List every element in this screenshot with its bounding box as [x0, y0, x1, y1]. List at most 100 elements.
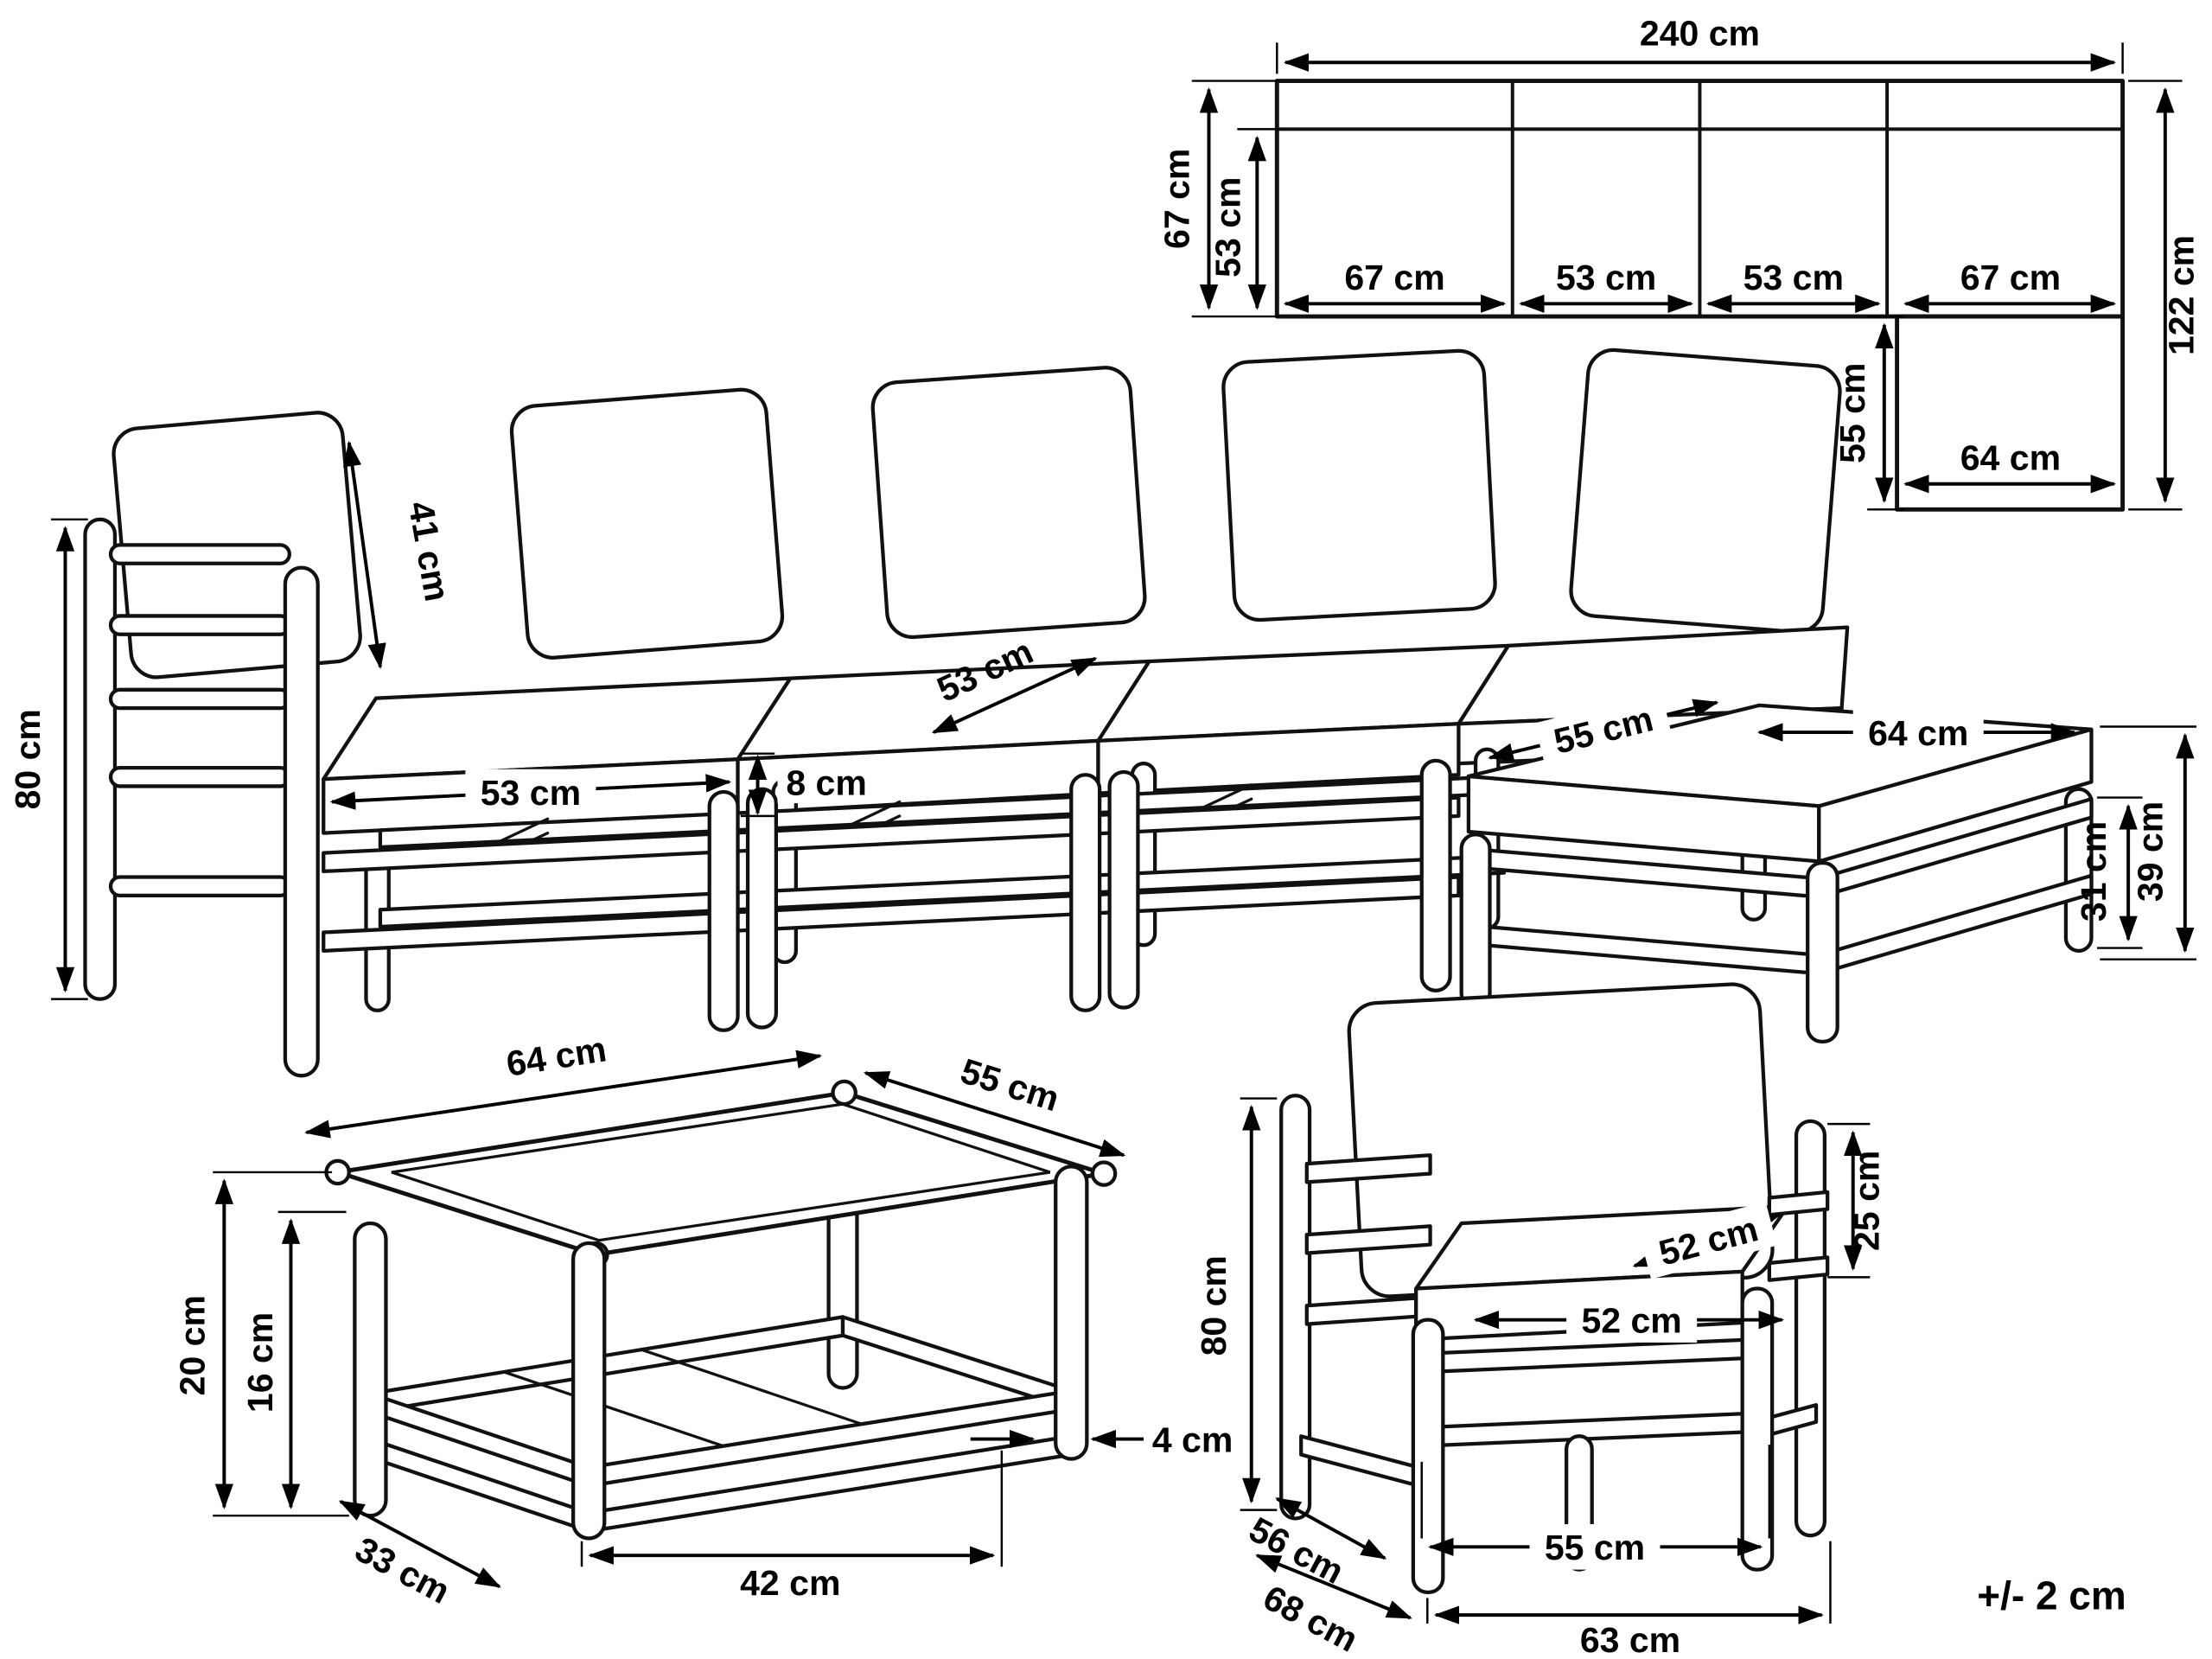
dim-label: 53 cm: [1208, 176, 1248, 277]
dim-ottoman-width: 64 cm: [1756, 709, 2077, 756]
sofa-front-leg: [1419, 758, 1452, 992]
dim-label: 53 cm: [1743, 258, 1844, 297]
ottoman-cushion-side: [1817, 727, 2094, 864]
sofa-back-cushion: [870, 366, 1147, 640]
dim-label: 20 cm: [172, 1295, 212, 1395]
sofa-corner-back-cushion: [1569, 348, 1842, 635]
dim-label: 53 cm: [1556, 258, 1656, 297]
dim-table-pole-diameter: 4 cm: [970, 1420, 1233, 1459]
dim-topview-ext-width: 64 cm: [1903, 437, 2117, 494]
sofa-arm-rail: [108, 543, 291, 565]
dim-topview-total-width: 240 cm: [1276, 14, 2124, 74]
dim-label: 67 cm: [1344, 258, 1444, 297]
dim-label: 56 cm: [1243, 1509, 1350, 1592]
chair-front-right-leg: [1740, 1286, 1775, 1572]
dim-label: 53 cm: [481, 773, 581, 813]
dim-label: 42 cm: [740, 1563, 840, 1603]
dim-label: 31 cm: [2074, 821, 2113, 922]
chair-drawing: 80 cm 25 cm 52 cm 52 cm 56 cm 68 cm: [1194, 982, 1886, 1659]
dim-ottoman-total-height: 39 cm: [2100, 725, 2196, 960]
ottoman-right-leg: [2063, 787, 2094, 953]
dim-topview-right-depth: 122 cm: [2128, 80, 2202, 511]
dim-label: 64 cm: [1868, 713, 1968, 753]
dim-label: 41 cm: [401, 499, 457, 605]
dim-chair-base-width: 55 cm: [1420, 1445, 1771, 1570]
table-left-leg: [353, 1221, 388, 1518]
tolerance-note: +/- 2 cm: [1977, 1573, 2126, 1618]
chair-left-rail: [1304, 1153, 1432, 1184]
top-view-schematic: 240 cm 67 cm 53 cm 67 cm 53 cm 53 cm 67 …: [1157, 14, 2202, 512]
dim-label: 55 cm: [1545, 1528, 1645, 1567]
ottoman-front-leg: [1459, 833, 1492, 1010]
dim-label: 8 cm: [786, 763, 866, 802]
sofa-arm-rail: [108, 614, 291, 636]
dim-sofa-back-cushion-height: 41 cm: [342, 440, 457, 669]
dim-sofa-seat-width: 53 cm: [329, 769, 732, 816]
sofa-back-cushion: [1221, 348, 1497, 622]
top-view-corner-extension: [1895, 314, 2126, 512]
table-stretcher: [368, 1437, 591, 1534]
dim-table-total-height: 20 cm: [172, 1171, 349, 1517]
dim-table-shelf-width: 42 cm: [580, 1450, 1004, 1603]
dim-label: 68 cm: [1257, 1577, 1364, 1659]
table-drawing: 64 cm 55 cm 20 cm 16 cm 33 cm 42 cm: [172, 1029, 1233, 1611]
sofa-arm-rail: [108, 687, 291, 711]
table-top: [335, 1090, 1106, 1257]
dim-chair-total-height: 80 cm: [1194, 1097, 1278, 1511]
dim-label: 16 cm: [240, 1312, 280, 1413]
dim-label: 64 cm: [1960, 437, 2061, 477]
dim-table-shelf-depth: 33 cm: [338, 1500, 501, 1611]
table-front-leg: [571, 1241, 607, 1541]
dim-label: 4 cm: [1152, 1420, 1233, 1459]
dim-topview-depth-seat: 53 cm: [1208, 128, 1280, 310]
dim-label: 240 cm: [1640, 14, 1760, 54]
dim-topview-ext-depth: 55 cm: [1833, 315, 1904, 511]
dim-label: 80 cm: [8, 709, 48, 809]
dim-chair-seat-width: 52 cm: [1473, 1297, 1785, 1343]
dim-sofa-cushion-thickness: 8 cm: [740, 752, 883, 818]
dim-label: 64 cm: [504, 1029, 609, 1084]
dim-sofa-total-height: 80 cm: [8, 518, 88, 1000]
table-stretcher: [587, 1434, 1074, 1534]
dim-topview-depth-total: 67 cm: [1157, 80, 1280, 318]
sofa-front-leg: [1107, 769, 1140, 1010]
sofa-arm-rail: [108, 875, 291, 897]
chair-armrest-rail: [1767, 1190, 1830, 1217]
chair-front-left-leg: [1411, 1318, 1445, 1594]
dim-label: 25 cm: [1846, 1151, 1886, 1251]
dim-chair-total-width: 63 cm: [1426, 1541, 1832, 1659]
dim-label: 80 cm: [1194, 1255, 1233, 1356]
dim-label: 52 cm: [1581, 1300, 1681, 1340]
sofa-front-leg: [1069, 773, 1102, 1012]
dim-topview-segment-2: 53 cm: [1519, 258, 1694, 313]
table-shelf-rail: [368, 1315, 845, 1414]
table-right-leg: [1054, 1164, 1089, 1461]
sofa-seat-front: [1096, 722, 1461, 795]
chair-armrest-rail: [1767, 1255, 1830, 1282]
dim-topview-segment-3: 53 cm: [1705, 258, 1881, 313]
sofa-arm-back-pole: [83, 517, 118, 1001]
dim-topview-segment-1: 67 cm: [1283, 258, 1507, 313]
dim-label: 122 cm: [2162, 235, 2202, 355]
dim-label: 55 cm: [956, 1050, 1064, 1119]
ottoman-rail: [1466, 923, 1821, 976]
ottoman-rail: [1817, 873, 2094, 976]
sofa-drawing: 80 cm 41 cm 53 cm 8 cm 53 cm 55 cm: [8, 348, 2196, 1078]
sofa-back-cushion: [509, 387, 785, 660]
dim-label: 67 cm: [1960, 258, 2061, 297]
dim-topview-segment-4: 67 cm: [1903, 258, 2117, 313]
chair-left-rail: [1304, 1295, 1432, 1326]
chair-back-right-pole: [1794, 1119, 1827, 1538]
dim-table-leg-height: 16 cm: [240, 1210, 347, 1509]
dim-label: 67 cm: [1157, 149, 1197, 249]
chair-side-rail: [1299, 1434, 1421, 1488]
chair-left-rail: [1304, 1224, 1432, 1255]
sofa-arm-front-pole: [283, 565, 320, 1078]
sofa-front-leg: [745, 787, 778, 1030]
table-shelf-rail: [368, 1391, 591, 1488]
sofa-front-leg: [707, 789, 740, 1032]
sofa-arm-rail: [108, 765, 291, 788]
dim-chair-backrest-above-armrest: 25 cm: [1827, 1122, 1886, 1279]
